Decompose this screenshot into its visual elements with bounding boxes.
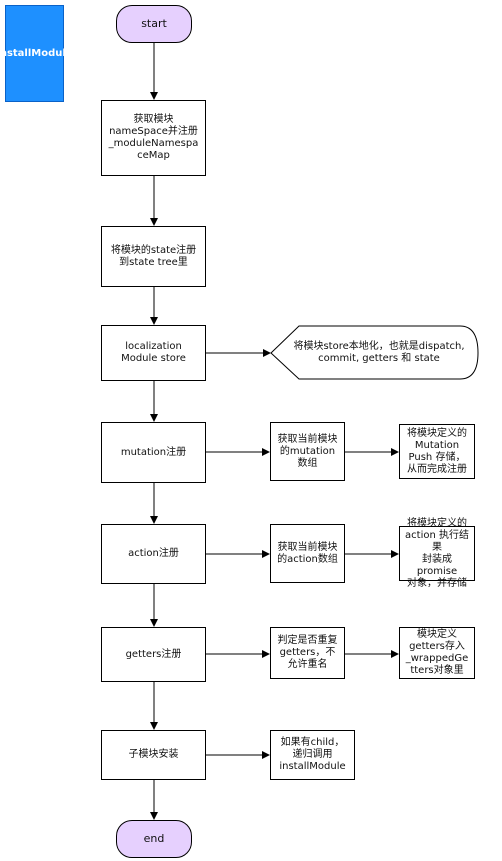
get-mutation-array-node: 获取当前模块 的mutation 数组 [270, 422, 345, 481]
localization-note-shape [270, 325, 479, 380]
start-node: start [116, 5, 192, 43]
wrap-action-promise-node: 将模块定义的 action 执行结果 封装成promise 对象，并存储 [399, 518, 475, 589]
recursive-install-node: 如果有child， 递归调用 installModule [270, 730, 355, 780]
install-child-module-node: 子模块安装 [101, 730, 206, 780]
action-register-node: action注册 [101, 524, 206, 584]
getters-register-node: getters注册 [101, 627, 206, 682]
diagram-title: installModule [0, 5, 73, 102]
register-state-node: 将模块的state注册 到state tree里 [101, 226, 206, 287]
mutation-register-node: mutation注册 [101, 422, 206, 483]
push-mutation-node: 将模块定义的 Mutation Push 存储， 从而完成注册 [399, 424, 475, 479]
get-action-array-node: 获取当前模块 的action数组 [270, 524, 345, 583]
localization-note-node: 将模块store本地化，也就是dispatch, commit, getters… [293, 341, 465, 364]
register-namespace-node: 获取模块 nameSpace并注册 _moduleNamespa ceMap [101, 100, 206, 176]
end-node: end [116, 820, 192, 858]
localization-store-node: localization Module store [101, 325, 206, 381]
store-wrapped-getters-node: 模块定义 getters存入 _wrappedGe tters对象里 [399, 627, 475, 679]
check-duplicate-getters-node: 判定是否重复 getters，不 允许重名 [270, 627, 345, 679]
